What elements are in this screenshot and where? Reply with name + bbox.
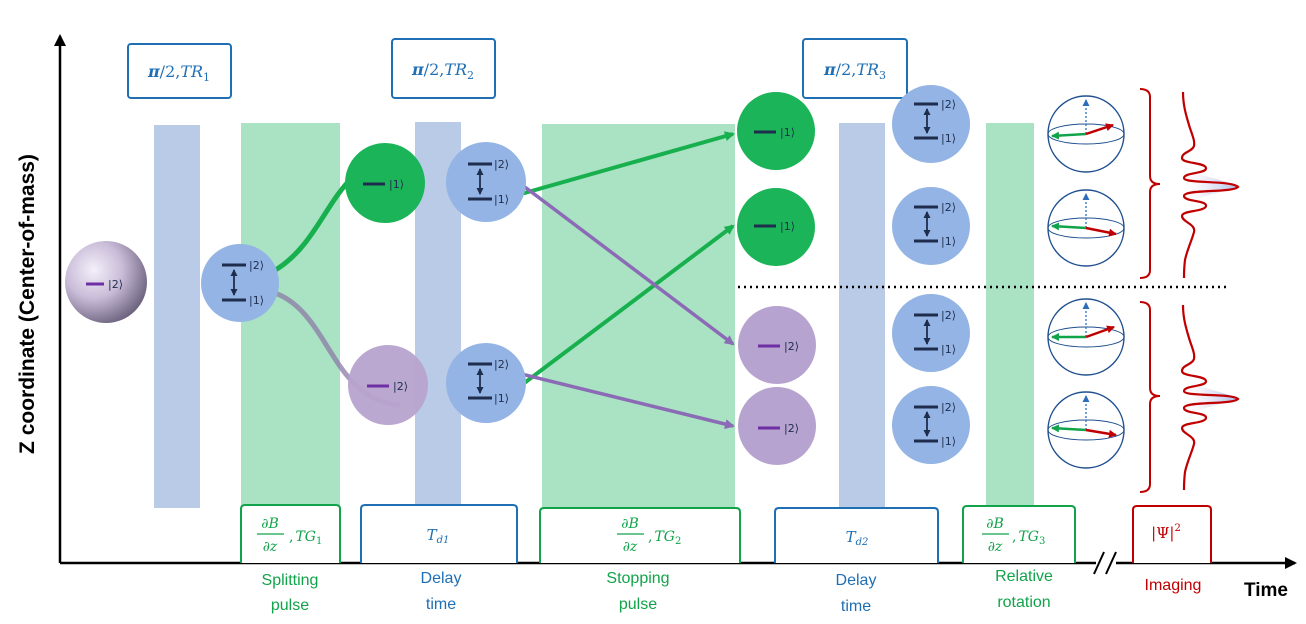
rabi-pulse-bar-1 <box>154 125 200 508</box>
svg-text:|1⟩: |1⟩ <box>941 435 956 448</box>
svg-text:|1⟩: |1⟩ <box>389 178 404 191</box>
svg-text:|2⟩: |2⟩ <box>108 278 123 291</box>
top-pulse-box-1: π/2,TR1 <box>127 43 232 99</box>
x-axis-label: Time <box>1244 580 1288 601</box>
bloch-sphere-2 <box>1047 189 1125 267</box>
svg-text:|2⟩: |2⟩ <box>494 358 509 371</box>
svg-text:|2⟩: |2⟩ <box>784 422 799 435</box>
svg-text:∂z: ∂z <box>263 539 278 555</box>
bloch-sphere-3 <box>1047 298 1125 376</box>
svg-text:,TG3: ,TG3 <box>1012 529 1045 547</box>
svg-text:|1⟩: |1⟩ <box>941 235 956 248</box>
svg-text:Stopping: Stopping <box>606 570 669 587</box>
rabi-pulse-bar-3 <box>839 123 885 508</box>
svg-text:time: time <box>841 598 871 615</box>
green-arrow-lower <box>505 224 735 398</box>
green-arrow-upper <box>506 131 735 200</box>
svg-text:Td1: Td1 <box>427 526 450 546</box>
svg-text:Delay: Delay <box>836 572 877 589</box>
svg-text:∂B: ∂B <box>261 516 279 532</box>
atom-superposition-r2: |2⟩ |1⟩ <box>892 187 970 265</box>
svg-text:rotation: rotation <box>997 594 1050 611</box>
svg-text:∂B: ∂B <box>621 516 639 532</box>
gradient-box-2: ∂B ∂z ,TG2 Stopping pulse <box>539 507 741 613</box>
gradient-box-3: ∂B ∂z ,TG3 Relative rotation <box>962 505 1076 611</box>
purple-arrow-lower <box>504 368 735 429</box>
imaging-box: |Ψ|2 Imaging <box>1132 505 1212 594</box>
atom-superposition-r1: |2⟩ |1⟩ <box>892 85 970 163</box>
svg-text:|1⟩: |1⟩ <box>941 343 956 356</box>
svg-text:|1⟩: |1⟩ <box>941 132 956 145</box>
svg-text:π/2,TR1: π/2,TR1 <box>147 62 210 84</box>
svg-text:Imaging: Imaging <box>1145 577 1202 594</box>
top-pulse-labels: π/2,TR1 π/2,TR2 π/2,TR3 <box>127 38 908 99</box>
svg-text:|1⟩: |1⟩ <box>249 294 264 307</box>
gradient-pulse-bar-2 <box>542 124 735 507</box>
atom-purple-state2-b: |2⟩ <box>738 306 816 384</box>
svg-text:|2⟩: |2⟩ <box>249 259 264 272</box>
caption-splitting: Splitting <box>262 572 319 589</box>
svg-text:|2⟩: |2⟩ <box>494 158 509 171</box>
svg-text:π/2,TR3: π/2,TR3 <box>823 60 886 82</box>
initial-atom: |2⟩ <box>65 241 147 323</box>
gradient-pulse-bar-3 <box>986 123 1034 508</box>
atom-superposition-r4: |2⟩ |1⟩ <box>892 386 970 464</box>
pulse-bars <box>154 122 1034 508</box>
svg-text:|1⟩: |1⟩ <box>494 193 509 206</box>
svg-text:∂z: ∂z <box>988 539 1003 555</box>
svg-text:time: time <box>426 596 456 613</box>
svg-text:π/2,TR2: π/2,TR2 <box>411 60 474 82</box>
bracket-lower <box>1139 301 1161 493</box>
caption-pulse: pulse <box>271 597 309 614</box>
atom-purple-state2-a: |2⟩ <box>348 345 428 425</box>
svg-text:pulse: pulse <box>619 596 657 613</box>
y-axis-label: Z coordinate (Center-of-mass) <box>16 154 39 454</box>
fringe-upper <box>1180 91 1240 279</box>
atom-superposition-split: |2⟩ |1⟩ <box>201 244 279 322</box>
atom-green-state1-c: |1⟩ <box>737 188 815 266</box>
svg-text:|1⟩: |1⟩ <box>780 220 795 233</box>
svg-text:|2⟩: |2⟩ <box>941 201 956 214</box>
trajectories <box>270 131 735 429</box>
bottom-labels: ∂B ∂z ,TG1 Splitting pulse Td1 Delay tim… <box>240 504 1212 615</box>
svg-text:|2⟩: |2⟩ <box>941 309 956 322</box>
axis-break <box>1093 551 1117 575</box>
svg-text:|2⟩: |2⟩ <box>393 380 408 393</box>
delay-box-1: Td1 Delay time <box>360 504 518 613</box>
atom-superposition-lower: |2⟩ |1⟩ <box>446 343 526 423</box>
atom-green-state1-a: |1⟩ <box>345 143 425 223</box>
svg-text:|2⟩: |2⟩ <box>784 340 799 353</box>
svg-text:|1⟩: |1⟩ <box>780 126 795 139</box>
bloch-sphere-4 <box>1047 391 1125 469</box>
svg-text:Delay: Delay <box>421 570 462 587</box>
svg-text:Relative: Relative <box>995 568 1053 585</box>
top-pulse-box-3: π/2,TR3 <box>802 38 908 99</box>
svg-text:|1⟩: |1⟩ <box>494 392 509 405</box>
svg-text:,TG2: ,TG2 <box>648 529 681 547</box>
svg-text:∂z: ∂z <box>623 539 638 555</box>
svg-text:Td2: Td2 <box>846 528 869 548</box>
top-pulse-box-2: π/2,TR2 <box>391 38 496 99</box>
fringe-lower <box>1180 304 1240 491</box>
bloch-sphere-1 <box>1047 95 1125 173</box>
delay-box-2: Td2 Delay time <box>774 507 939 615</box>
gradient-box-1: ∂B ∂z ,TG1 Splitting pulse <box>240 504 341 614</box>
svg-text:∂B: ∂B <box>986 516 1004 532</box>
svg-text:|Ψ|2: |Ψ|2 <box>1151 523 1181 542</box>
atom-superposition-upper: |2⟩ |1⟩ <box>446 142 526 222</box>
bracket-upper <box>1139 88 1161 279</box>
svg-text:|2⟩: |2⟩ <box>941 98 956 111</box>
atom-green-state1-b: |1⟩ <box>737 92 815 170</box>
atom-superposition-r3: |2⟩ |1⟩ <box>892 294 970 372</box>
purple-arrow-upper <box>503 170 735 346</box>
svg-text:,TG1: ,TG1 <box>289 529 322 547</box>
svg-text:|2⟩: |2⟩ <box>941 401 956 414</box>
atom-purple-state2-c: |2⟩ <box>738 387 816 465</box>
